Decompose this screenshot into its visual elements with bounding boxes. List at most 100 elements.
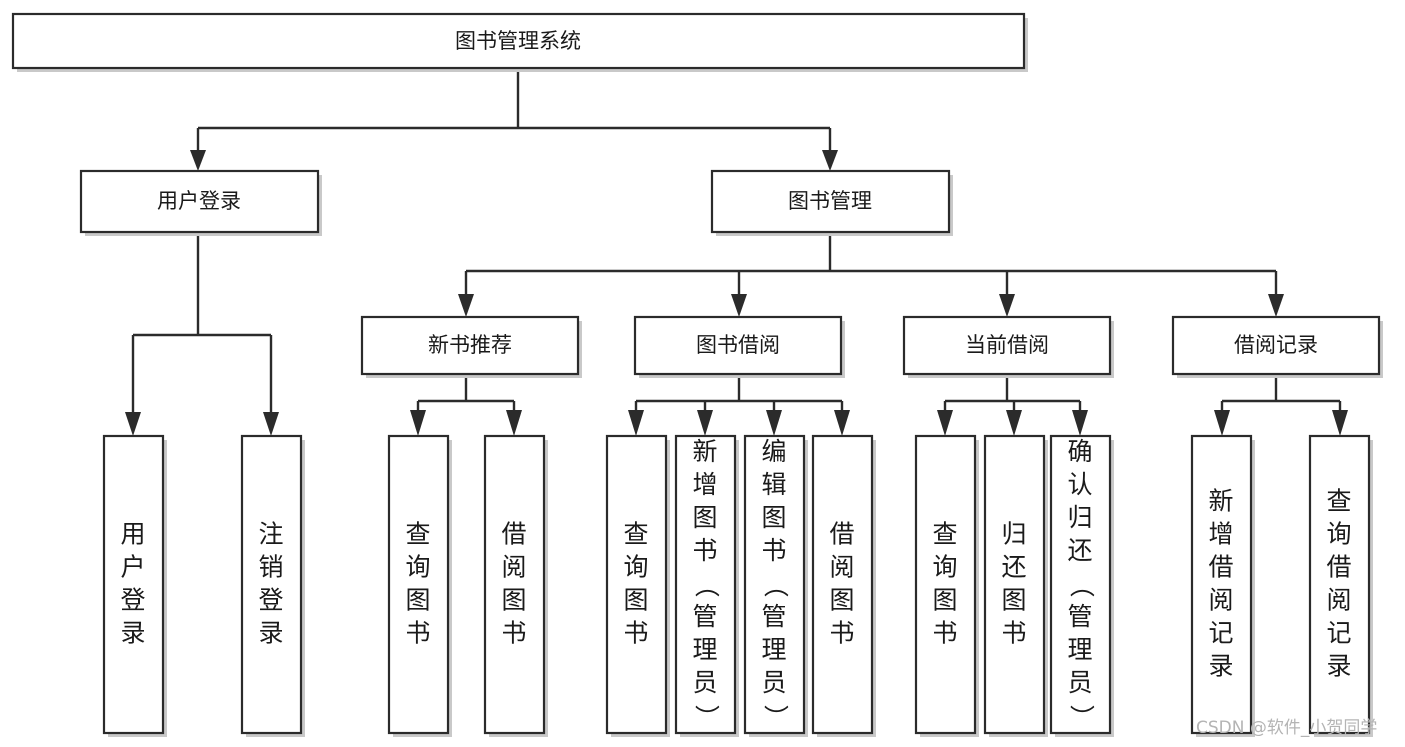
vertical-char: 理 (692, 635, 717, 664)
arrow-record-leaf-1 (1332, 410, 1348, 436)
vertical-char: 书 (761, 536, 786, 565)
vertical-char: 管 (692, 602, 717, 631)
arrow-user-login-leaf-0 (125, 412, 141, 436)
vertical-char: 编 (761, 437, 786, 466)
leaf-box (1190, 434, 1253, 735)
leaf-box (102, 434, 165, 735)
vertical-char: 辑 (761, 470, 786, 499)
vertical-char: 认 (1067, 470, 1092, 499)
arrow-user-login-leaf-1 (263, 412, 279, 436)
node-borrow-record-label: 借阅记录 (1234, 333, 1318, 357)
vertical-char: 新 (692, 437, 717, 466)
arrow-level3-0 (458, 294, 474, 317)
leaf-box (811, 434, 874, 735)
arrow-newbook-leaf-0 (410, 410, 426, 436)
leaf-box (605, 434, 668, 735)
arrow-borrow-leaf-1 (697, 410, 713, 436)
node-book-manage[interactable]: 图书管理 (710, 169, 953, 236)
vertical-char: 员 (761, 668, 786, 697)
node-new-book-recommend-label: 新书推荐 (428, 333, 512, 357)
vertical-char: 登 (258, 586, 283, 615)
node-user-login-box (79, 169, 320, 234)
arrow-to-book-manage (822, 150, 838, 171)
node-root[interactable]: 图书管理系统 (11, 12, 1028, 72)
arrow-current-leaf-0 (937, 410, 953, 436)
vertical-char: 归 (1001, 520, 1026, 549)
arrow-current-leaf-1 (1006, 410, 1022, 436)
node-root-box (11, 12, 1026, 70)
leaf-box (240, 434, 303, 735)
vertical-char: 记 (1326, 619, 1351, 648)
vertical-char: 书 (1001, 619, 1026, 648)
vertical-char: 阅 (1208, 586, 1233, 615)
vertical-char: 管 (761, 602, 786, 631)
vertical-char: 确 (1067, 437, 1092, 466)
arrow-level3-1 (731, 294, 747, 317)
leaf-label: 用户登录 (120, 520, 145, 648)
node-current-borrow-label: 当前借阅 (965, 333, 1049, 357)
node-book-manage-label: 图书管理 (788, 189, 872, 213)
vertical-char: 查 (405, 520, 430, 549)
csdn-watermark: CSDN @软件_小贺同学 (1196, 718, 1377, 738)
arrow-newbook-leaf-1 (506, 410, 522, 436)
vertical-char: 图 (405, 586, 430, 615)
vertical-char: 员 (1067, 668, 1092, 697)
node-book-borrow[interactable]: 图书借阅 (633, 315, 845, 378)
node-new-book-recommend[interactable]: 新书推荐 (360, 315, 582, 378)
arrow-borrow-leaf-2 (766, 410, 782, 436)
node-user-login[interactable]: 用户登录 (79, 169, 322, 236)
vertical-char: 注 (258, 520, 283, 549)
vertical-char: 询 (1326, 520, 1351, 549)
vertical-char: 询 (623, 553, 648, 582)
vertical-char: 记 (1208, 619, 1233, 648)
vertical-char: 询 (932, 553, 957, 582)
vertical-char: 登 (120, 586, 145, 615)
leaf-box (914, 434, 977, 735)
node-borrow-record[interactable]: 借阅记录 (1171, 315, 1383, 378)
vertical-char: 增 (692, 470, 717, 499)
leaf-box (483, 434, 546, 735)
vertical-char: 图 (501, 586, 526, 615)
vertical-char: 书 (829, 619, 854, 648)
vertical-char: 书 (405, 619, 430, 648)
vertical-char: 图 (932, 586, 957, 615)
vertical-char: 查 (932, 520, 957, 549)
arrow-borrow-leaf-0 (628, 410, 644, 436)
vertical-char: （ (692, 572, 721, 597)
vertical-char: 查 (623, 520, 648, 549)
vertical-char: 图 (623, 586, 648, 615)
node-current-borrow-box (902, 315, 1112, 376)
vertical-char: 归 (1067, 503, 1092, 532)
arrow-level3-2 (999, 294, 1015, 317)
vertical-char: 阅 (501, 553, 526, 582)
leaf-user-login-0[interactable]: 用户登录 (102, 434, 167, 737)
arrow-borrow-leaf-3 (834, 410, 850, 436)
vertical-char: 管 (1067, 602, 1092, 631)
node-current-borrow[interactable]: 当前借阅 (902, 315, 1114, 378)
vertical-char: 阅 (829, 553, 854, 582)
node-book-borrow-box (633, 315, 843, 376)
vertical-char: 借 (501, 520, 526, 549)
